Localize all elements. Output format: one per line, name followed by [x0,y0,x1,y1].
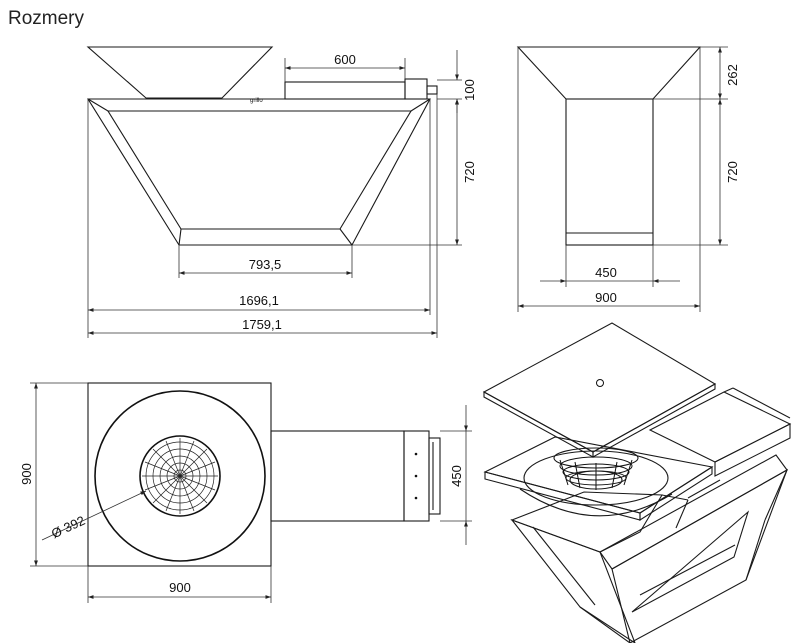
dim-450-plan: 450 [449,465,464,487]
grate-lines [142,438,218,514]
plan-view: 900 900 450 Ø 392 [19,382,472,603]
page-title: Rozmery [8,8,85,29]
dim-900-side: 900 [595,290,617,305]
dim-793-5: 793,5 [249,257,282,272]
dim-450-side: 450 [595,265,617,280]
side-bowl [516,46,702,100]
iso-lid [482,322,717,453]
dim-600: 600 [334,52,356,67]
dim-262: 262 [725,64,740,86]
dim-1696-1: 1696,1 [239,293,279,308]
dim-100: 100 [462,79,477,101]
dim-720-side: 720 [725,161,740,183]
dim-720-front: 720 [462,161,477,183]
dim-diameter: Ø 392 [49,513,87,542]
side-body [565,98,654,246]
front-body-inner [107,110,412,230]
dim-900-plan-h: 900 [169,580,191,595]
isometric-view [482,322,792,643]
front-view: grillo 600 100 720 793,5 [86,46,477,338]
iso-side-box [648,391,792,463]
plan-grate [139,435,221,517]
plan-side-shelf [270,430,405,522]
front-logo: grillo [250,98,263,104]
iso-basket [559,456,633,490]
iso-frame-top [510,491,663,553]
plan-big-circle [94,390,266,562]
dim-1759-1: 1759,1 [242,317,282,332]
dim-900-plan-v: 900 [19,463,34,485]
front-bowl [86,46,274,99]
front-body-outer [87,98,431,246]
side-view: 262 720 450 900 [516,46,740,312]
front-side-shelf [284,81,406,100]
iso-lid-hole [596,379,604,387]
